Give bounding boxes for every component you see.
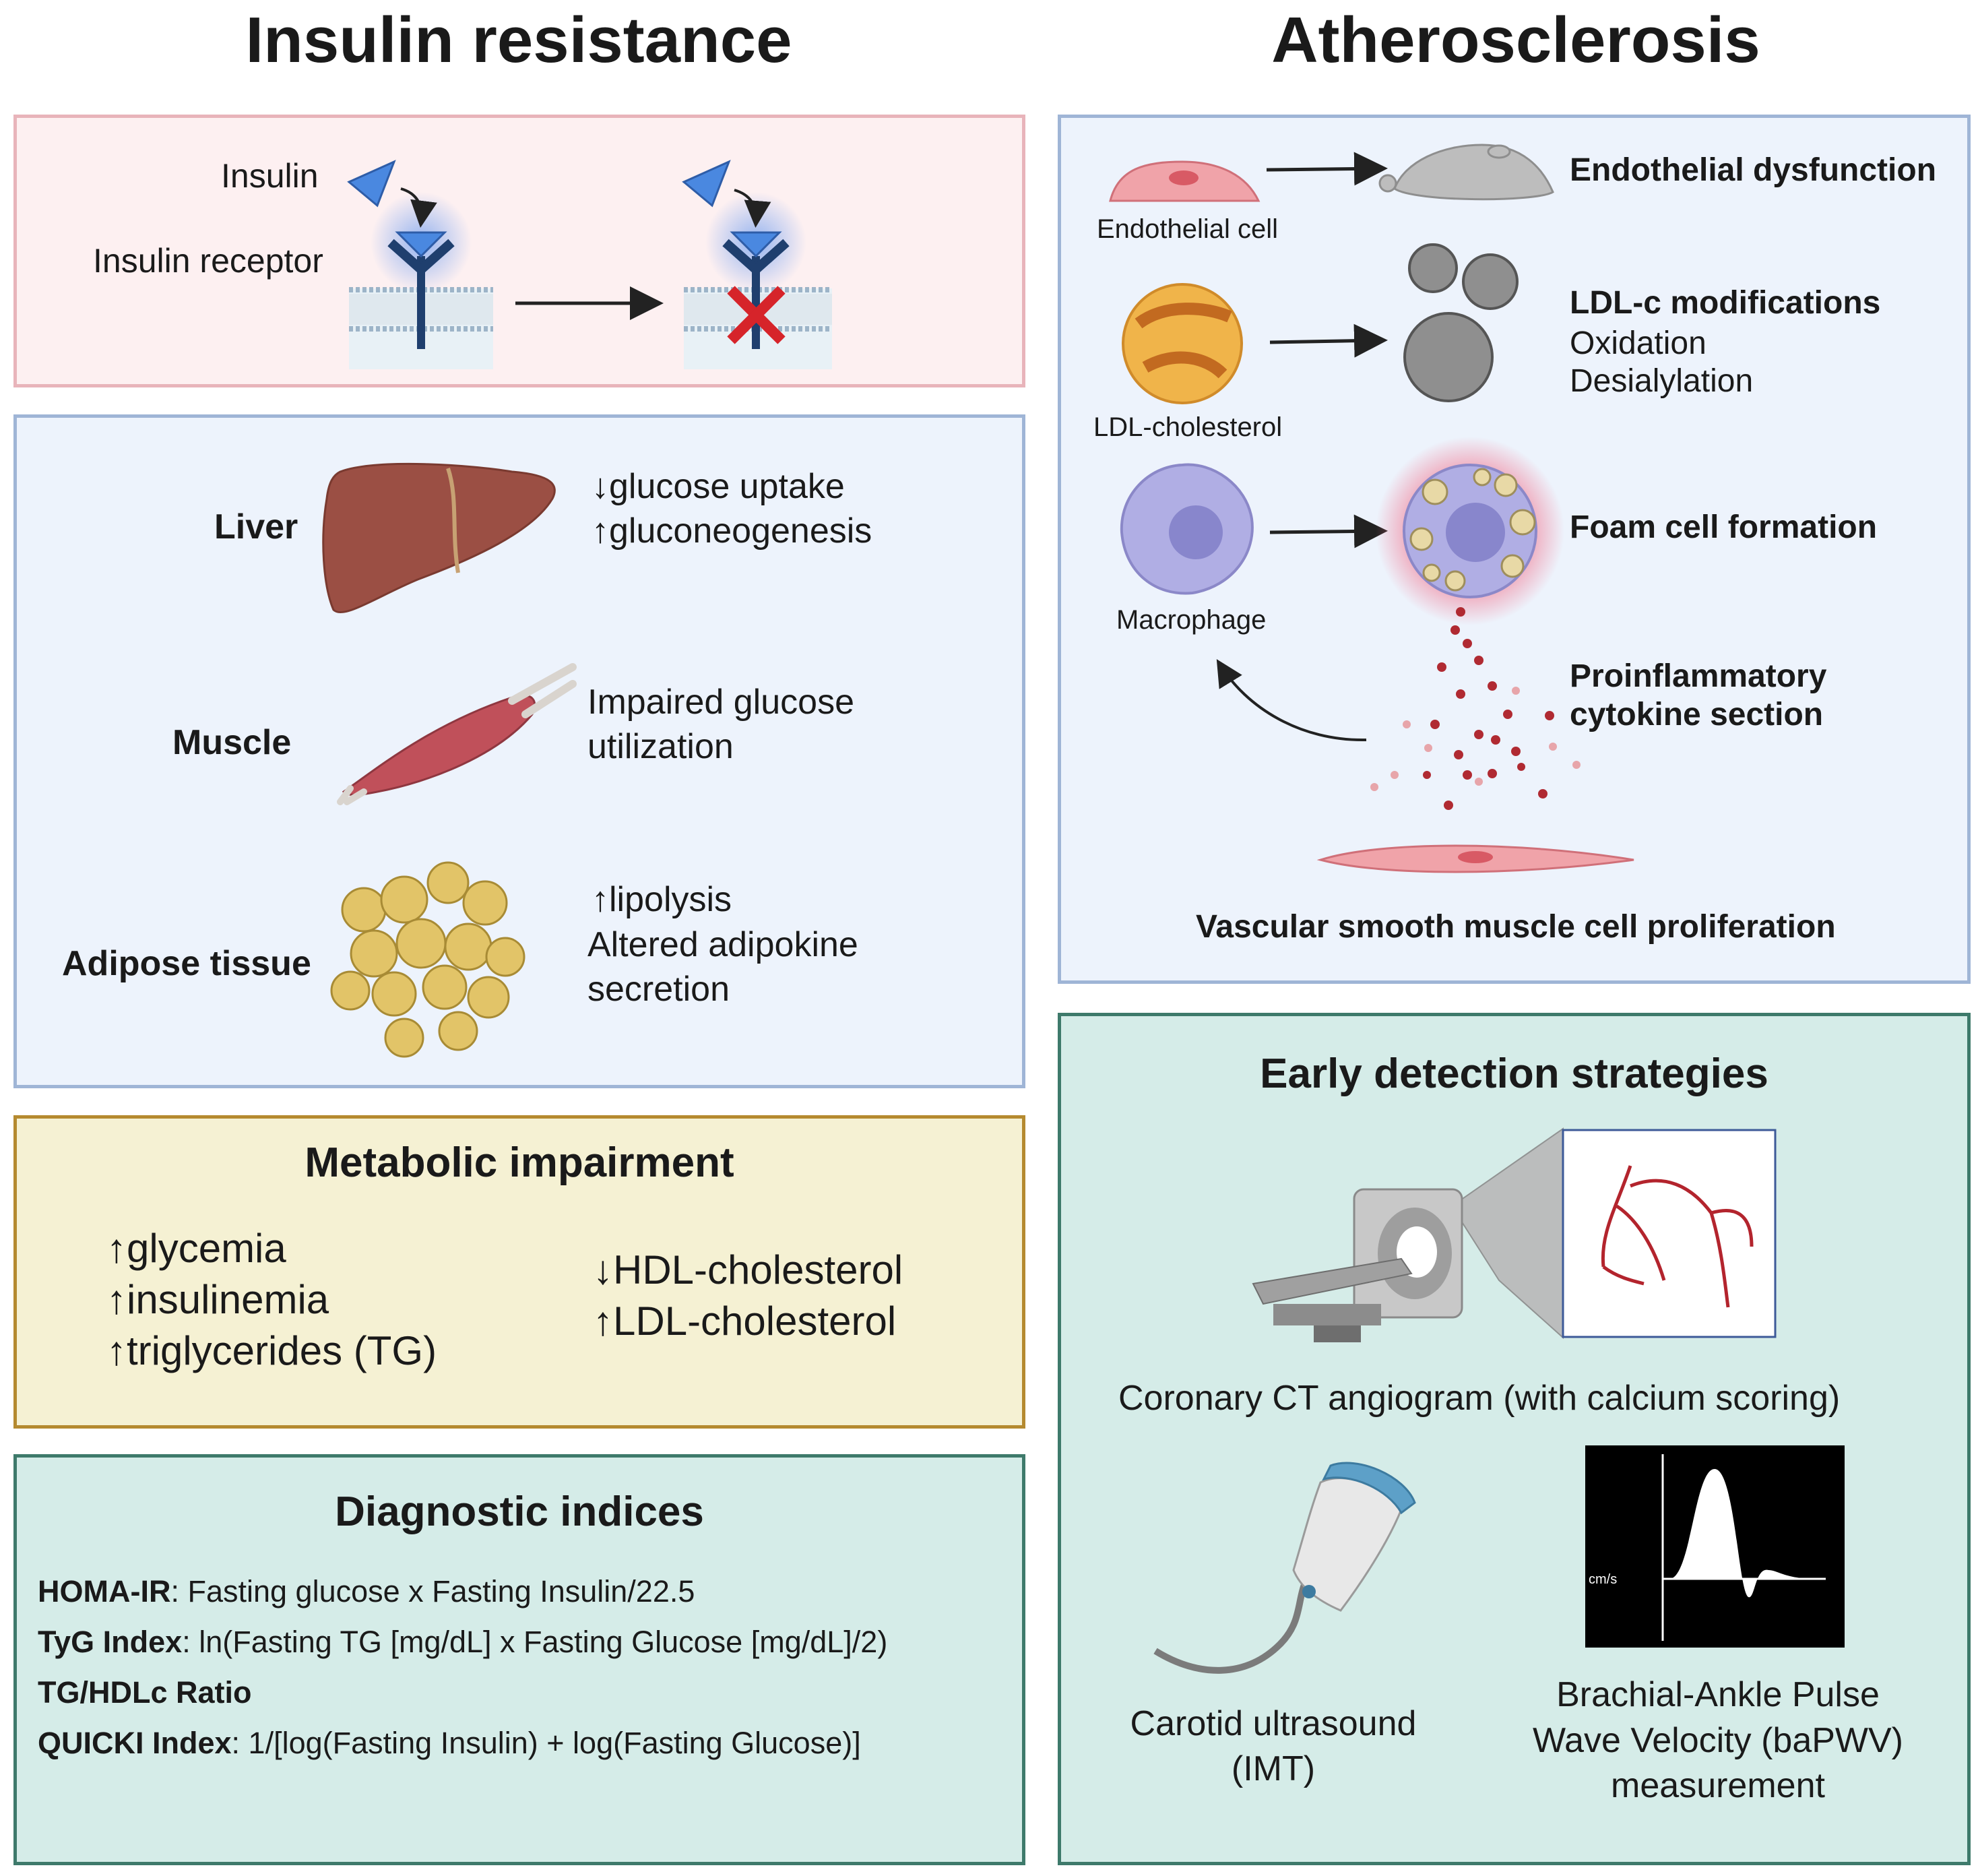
metabolic-item: ↑triglycerides (TG) bbox=[106, 1328, 437, 1373]
index-name: TyG Index bbox=[38, 1625, 183, 1659]
insulin-receptor-blocked-icon bbox=[722, 231, 790, 349]
left-heading: Insulin resistance bbox=[245, 4, 792, 76]
cytokine-label-1: Proinflammatory bbox=[1570, 658, 1827, 694]
diagnostic-item: QUICKI Index: 1/[log(Fasting Insulin) + … bbox=[38, 1726, 861, 1761]
muscle-effect-2: utilization bbox=[587, 727, 734, 766]
metabolic-item: ↑glycemia bbox=[106, 1226, 286, 1271]
ldl-mod-title: LDL-c modifications bbox=[1570, 285, 1881, 321]
muscle-effect-1: Impaired glucose bbox=[587, 683, 854, 722]
right-heading: Atherosclerosis bbox=[1271, 4, 1760, 76]
adipose-effect-2: Altered adipokine bbox=[587, 925, 858, 964]
foam-cell-icon bbox=[1376, 437, 1564, 625]
endothelial-dysfunction-label: Endothelial dysfunction bbox=[1570, 152, 1937, 188]
ct-scanner-icon bbox=[1252, 1127, 1564, 1342]
endothelial-cell-label: Endothelial cell bbox=[1097, 214, 1279, 244]
index-name: HOMA-IR bbox=[38, 1574, 171, 1608]
metabolic-item: ↑insulinemia bbox=[106, 1277, 329, 1322]
damaged-endothelial-icon bbox=[1378, 144, 1554, 201]
cytokine-dots-light-icon bbox=[1370, 687, 1581, 791]
receptor-panel bbox=[13, 115, 1025, 387]
foam-cell-label: Foam cell formation bbox=[1570, 509, 1878, 545]
adipose-effect-1: ↑lipolysis bbox=[592, 880, 732, 919]
liver-effect-2: ↑gluconeogenesis bbox=[592, 511, 872, 551]
pwv-label-1: Brachial-Ankle Pulse bbox=[1556, 1675, 1880, 1714]
insulin-receptor-icon bbox=[387, 231, 455, 349]
index-formula: : ln(Fasting TG [mg/dL] x Fasting Glucos… bbox=[182, 1625, 888, 1659]
metabolic-item: ↑LDL-cholesterol bbox=[593, 1299, 897, 1344]
pwv-label-2: Wave Velocity (baPWV) bbox=[1532, 1721, 1903, 1760]
detection-panel bbox=[1058, 1013, 1971, 1865]
ldl-mod-oxidation: Oxidation bbox=[1570, 325, 1706, 361]
insulin-label: Insulin bbox=[221, 157, 319, 195]
pwv-waveform-icon bbox=[1585, 1445, 1845, 1648]
metabolic-panel bbox=[13, 1115, 1025, 1429]
ct-label: Coronary CT angiogram (with calcium scor… bbox=[1118, 1379, 1841, 1418]
index-name: QUICKI Index bbox=[38, 1726, 232, 1760]
blocked-x-icon bbox=[727, 286, 786, 344]
index-formula: : Fasting glucose x Fasting Insulin/22.5 bbox=[170, 1574, 695, 1608]
metabolic-item: ↓HDL-cholesterol bbox=[593, 1247, 903, 1292]
muscle-label: Muscle bbox=[172, 723, 292, 762]
cytokine-dots-icon bbox=[1423, 607, 1554, 810]
liver-label: Liver bbox=[214, 507, 298, 546]
ldl-label: LDL-cholesterol bbox=[1093, 412, 1283, 442]
diagnostic-item: TyG Index: ln(Fasting TG [mg/dL] x Fasti… bbox=[38, 1625, 887, 1660]
carotid-label-2: (IMT) bbox=[1231, 1749, 1316, 1788]
index-formula: : 1/[log(Fasting Insulin) + log(Fasting … bbox=[231, 1726, 861, 1760]
insulin-icon-2 bbox=[682, 160, 731, 208]
ultrasound-probe-icon bbox=[1153, 1462, 1416, 1674]
waveform-unit-label: cm/s bbox=[1589, 1572, 1618, 1587]
metabolic-title: Metabolic impairment bbox=[305, 1139, 734, 1186]
muscle-icon bbox=[337, 663, 577, 805]
insulin-icon-1 bbox=[347, 160, 396, 208]
diagnostic-title: Diagnostic indices bbox=[335, 1489, 704, 1535]
detection-title: Early detection strategies bbox=[1260, 1051, 1768, 1097]
diagnostic-panel bbox=[13, 1454, 1025, 1865]
macrophage-icon bbox=[1120, 463, 1254, 595]
adipose-tissue-icon bbox=[330, 861, 525, 1058]
liver-icon bbox=[322, 462, 556, 614]
pwv-label-3: measurement bbox=[1611, 1766, 1825, 1805]
adipose-effect-3: secretion bbox=[587, 970, 730, 1009]
liver-effect-1: ↓glucose uptake bbox=[592, 467, 845, 506]
diagnostic-item: TG/HDLc Ratio bbox=[38, 1675, 252, 1710]
carotid-label-1: Carotid ultrasound bbox=[1130, 1704, 1417, 1743]
cytokine-label-2: cytokine section bbox=[1570, 697, 1824, 732]
diagnostic-item: HOMA-IR: Fasting glucose x Fasting Insul… bbox=[38, 1574, 695, 1609]
macrophage-label: Macrophage bbox=[1116, 605, 1267, 635]
ldl-mod-desialylation: Desialylation bbox=[1570, 363, 1754, 399]
insulin-receptor-label: Insulin receptor bbox=[93, 242, 323, 280]
vsmc-label: Vascular smooth muscle cell proliferatio… bbox=[1196, 909, 1836, 945]
ldl-cholesterol-icon bbox=[1122, 283, 1243, 404]
modified-ldl-icon bbox=[1403, 243, 1519, 402]
index-name: TG/HDLc Ratio bbox=[38, 1675, 252, 1710]
smooth-muscle-cell-icon bbox=[1316, 844, 1634, 873]
adipose-label: Adipose tissue bbox=[62, 944, 311, 983]
angiogram-icon bbox=[1562, 1129, 1777, 1338]
endothelial-cell-icon bbox=[1109, 160, 1261, 202]
